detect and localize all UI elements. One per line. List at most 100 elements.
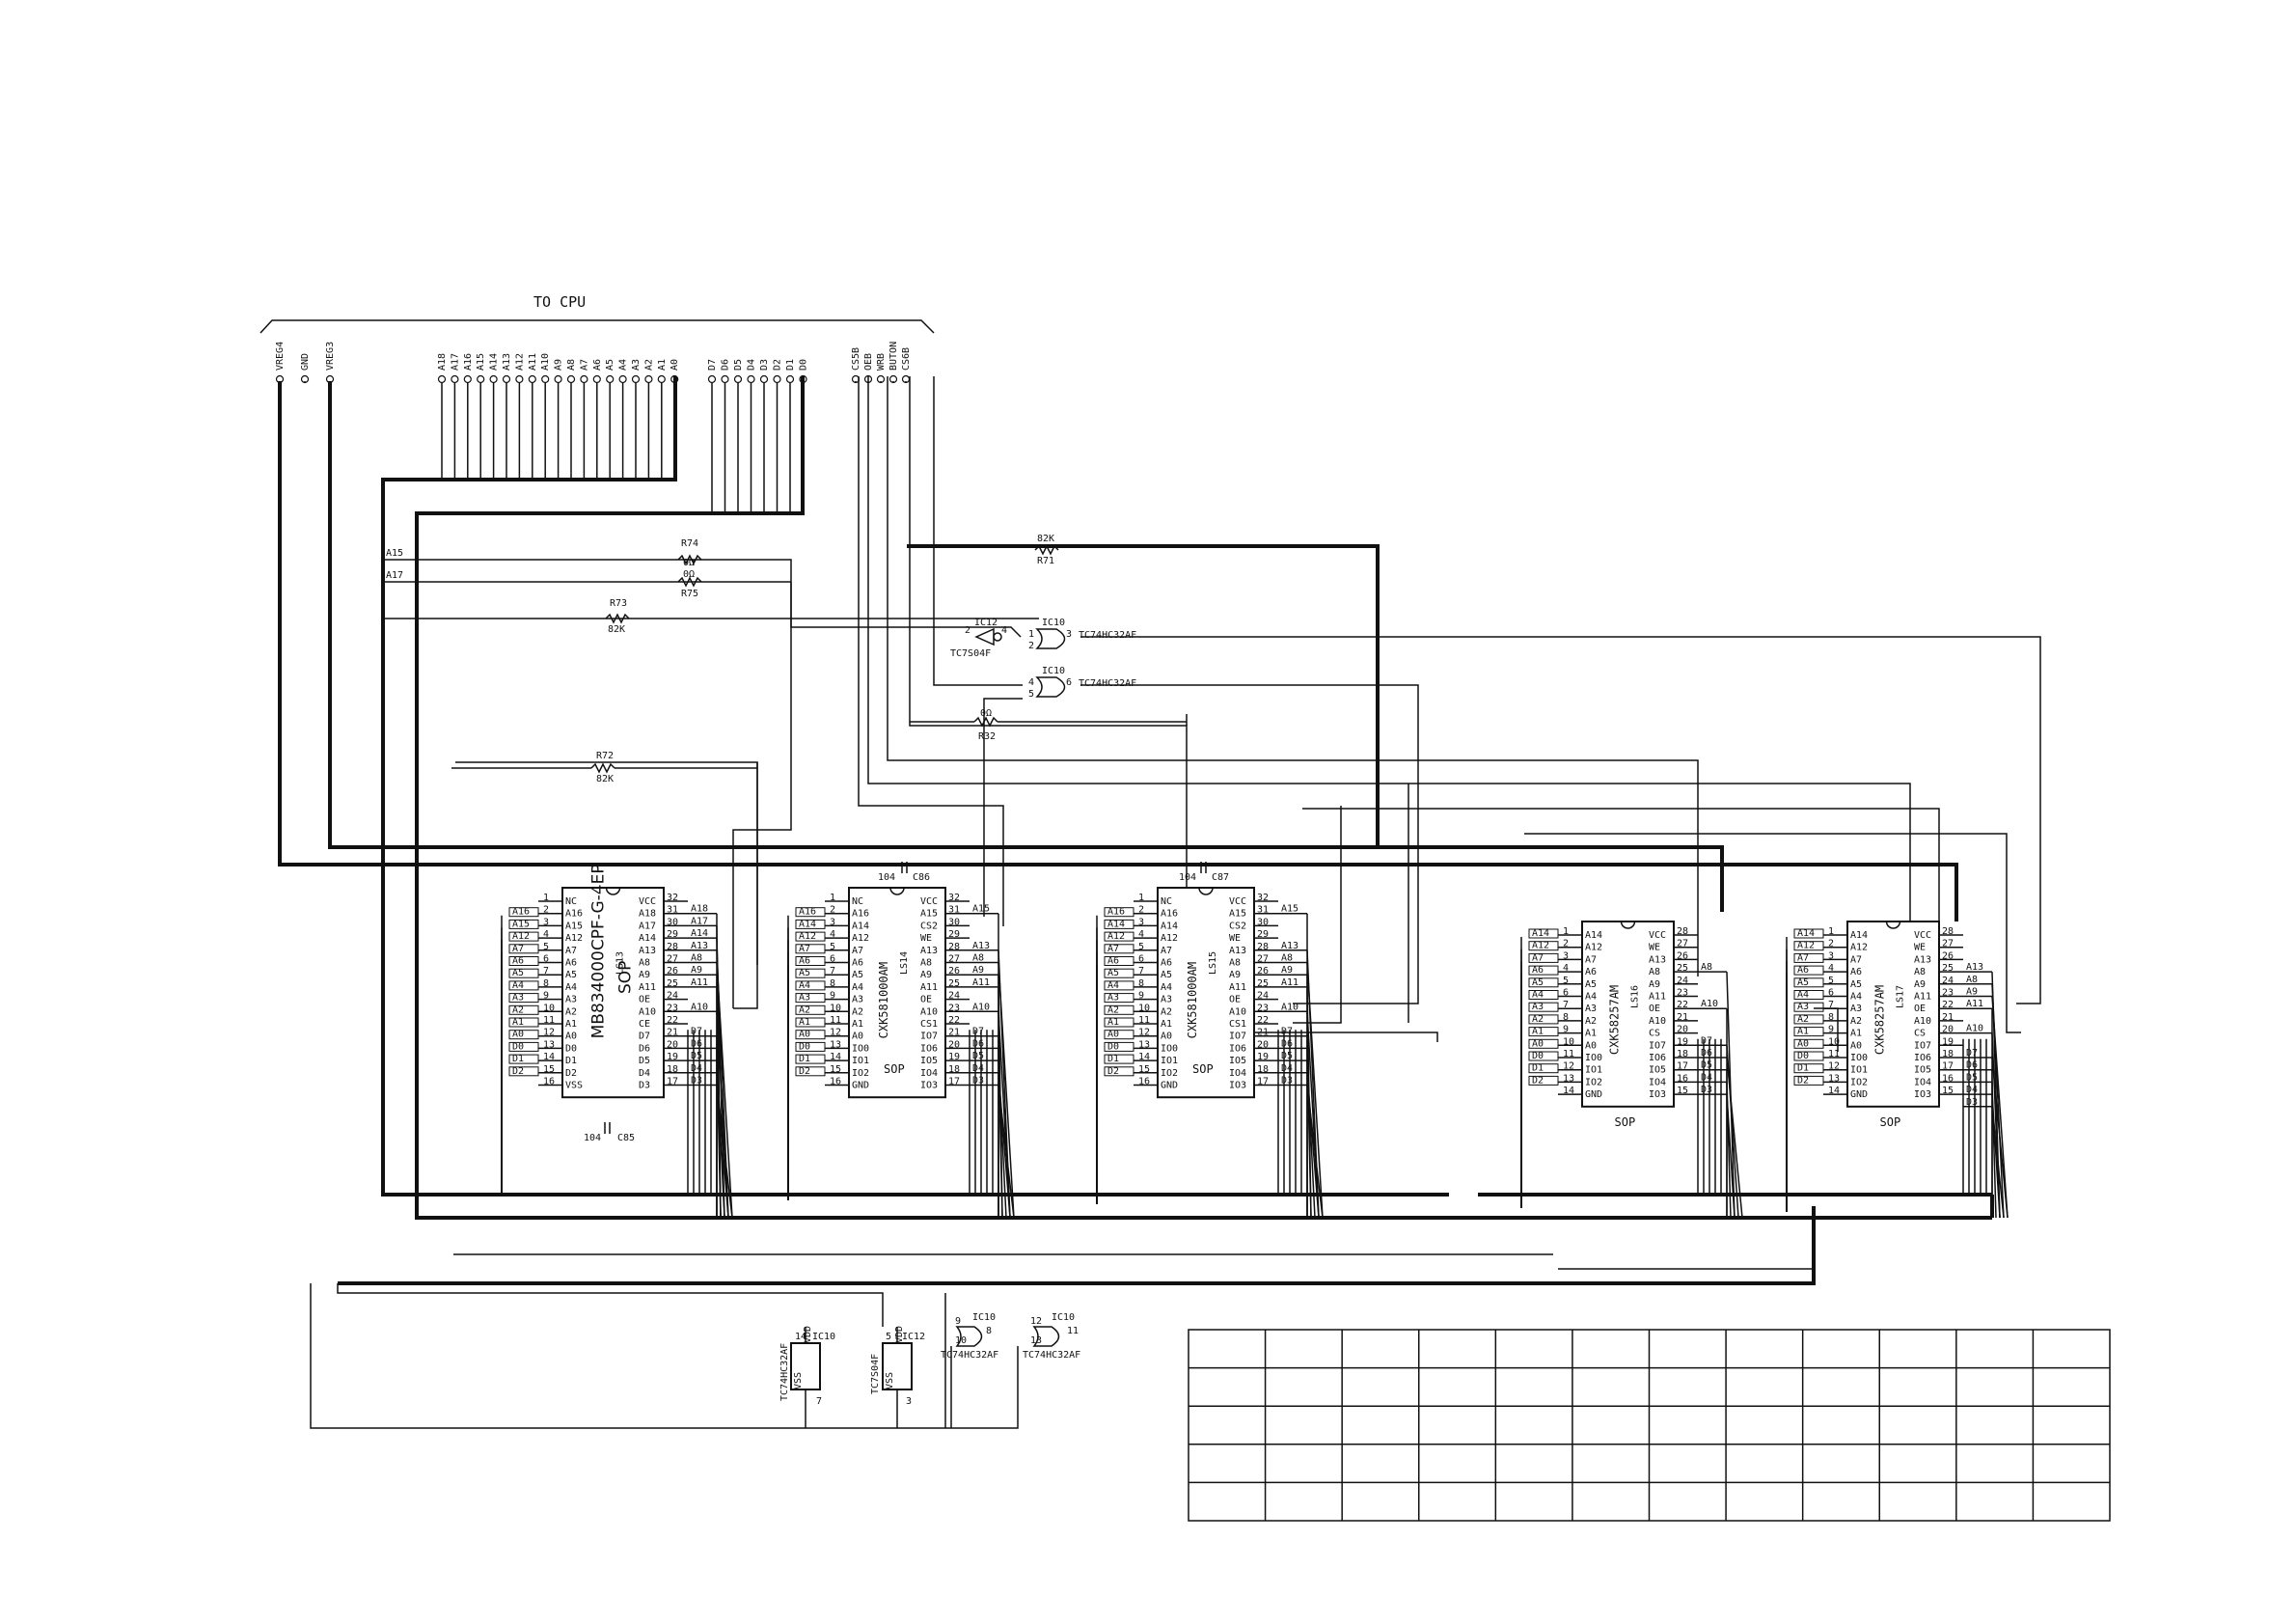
chip-pin-left: A16 bbox=[565, 909, 583, 920]
chip-pin-num: 20 bbox=[1257, 1039, 1269, 1050]
chip-pin-num: 9 bbox=[1828, 1025, 1834, 1035]
chip-pin-left: IO2 bbox=[1161, 1068, 1178, 1079]
chip-bus-left: D2 bbox=[799, 1066, 810, 1077]
pin-label: GND bbox=[300, 353, 311, 371]
chip-bus-left: D0 bbox=[799, 1041, 810, 1052]
chip-bus-left: A14 bbox=[1532, 928, 1549, 939]
chip-pin-num: 1 bbox=[830, 893, 835, 903]
chip-pin-num: 27 bbox=[1677, 939, 1688, 949]
chip-bus-left: A15 bbox=[512, 919, 530, 929]
chip-pin-num: 4 bbox=[1563, 963, 1569, 974]
ug-b-part: TC74HC32AF bbox=[1023, 1350, 1080, 1361]
net-a17: A17 bbox=[386, 570, 403, 581]
chip-pin-left: A3 bbox=[565, 995, 577, 1005]
chip-bus-right: D5 bbox=[1701, 1060, 1712, 1071]
chip-pin-left: IO1 bbox=[852, 1056, 869, 1066]
chip-pin-left: A0 bbox=[565, 1032, 577, 1042]
chip-pin-right: IO6 bbox=[1229, 1043, 1246, 1054]
chip-pin-left: A12 bbox=[852, 933, 869, 944]
chip-pin-num: 31 bbox=[667, 905, 678, 916]
c86-ref: C86 bbox=[913, 872, 930, 883]
chip-pin-left: A2 bbox=[1161, 1006, 1172, 1017]
ug-a-pin10: 10 bbox=[955, 1335, 967, 1346]
chip-bus-right: D5 bbox=[1966, 1072, 1978, 1083]
chip-pin-num: 25 bbox=[1257, 978, 1269, 989]
or-b-pin5: 5 bbox=[1028, 689, 1034, 700]
chip-bus-right: D7 bbox=[1966, 1048, 1978, 1059]
chip-pin-num: 25 bbox=[667, 978, 678, 989]
chip-pin-num: 13 bbox=[1563, 1073, 1574, 1084]
chip-pin-num: 14 bbox=[1828, 1086, 1840, 1096]
chip-pin-num: 5 bbox=[1828, 976, 1834, 986]
chip-bus-left: A3 bbox=[1107, 993, 1119, 1004]
ic10-pwr-ref: IC10 bbox=[812, 1332, 835, 1342]
chip-pin-left: A3 bbox=[1161, 995, 1172, 1005]
chip-bus-left: D1 bbox=[512, 1054, 524, 1064]
chip-bus-left: A12 bbox=[1797, 941, 1815, 951]
chip-bus-left: D0 bbox=[1797, 1051, 1809, 1061]
ic12-vss: VSS bbox=[885, 1372, 895, 1389]
or-a-part: TC74HC32AF bbox=[1079, 630, 1136, 641]
ic10-pwr-part: TC74HC32AF bbox=[779, 1343, 790, 1401]
chip-pin-right: IO5 bbox=[1649, 1065, 1666, 1076]
chip-pin-num: 21 bbox=[948, 1028, 960, 1038]
chip-pin-left: A14 bbox=[1850, 930, 1868, 941]
chip-pin-num: 18 bbox=[1257, 1064, 1269, 1075]
chip-package: SOP bbox=[1192, 1062, 1214, 1076]
chip-bus-right: A18 bbox=[691, 904, 708, 915]
pin-label: VREG3 bbox=[325, 342, 336, 371]
chip-pin-num: 23 bbox=[1677, 988, 1688, 999]
pin-a3: A3 bbox=[631, 359, 642, 480]
chip-bus-left: A14 bbox=[1107, 919, 1125, 929]
pin-a1: A1 bbox=[657, 359, 668, 480]
chip-pin-right: IO7 bbox=[1914, 1040, 1931, 1051]
chip-bus-left: A6 bbox=[1532, 965, 1544, 976]
chip-bus-left: D2 bbox=[1532, 1075, 1544, 1086]
chip-pin-right: A9 bbox=[920, 970, 932, 980]
chip-bus-right: A10 bbox=[1701, 999, 1718, 1009]
chip-pin-num: 15 bbox=[543, 1064, 555, 1075]
pin-d7: D7 bbox=[707, 359, 718, 513]
chip-pin-num: 29 bbox=[1257, 929, 1269, 940]
pin-label: A1 bbox=[657, 359, 668, 371]
chip-pin-num: 14 bbox=[1138, 1052, 1150, 1062]
chip-pin-num: 6 bbox=[1828, 988, 1834, 999]
chip-bus-left: D2 bbox=[1797, 1075, 1809, 1086]
chip-pin-num: 10 bbox=[1828, 1036, 1840, 1047]
chip-pin-right: IO6 bbox=[920, 1043, 938, 1054]
chip-pin-right: CS bbox=[1649, 1029, 1660, 1039]
chip-pin-left: D0 bbox=[565, 1043, 577, 1054]
chip-pin-num: 21 bbox=[667, 1028, 678, 1038]
chip-pin-left: A6 bbox=[565, 958, 577, 969]
chip-pin-right: IO7 bbox=[1229, 1032, 1246, 1042]
chip-bus-right: A9 bbox=[1966, 987, 1978, 998]
pin-label: D0 bbox=[799, 359, 809, 371]
chip-bus-right: D6 bbox=[1701, 1048, 1712, 1059]
chip-pin-num: 31 bbox=[1257, 905, 1269, 916]
chip-pin-right: WE bbox=[1229, 933, 1241, 944]
resistor-ref: R74 bbox=[681, 538, 698, 549]
chip-bus-right: A9 bbox=[972, 965, 984, 976]
resistor-ref: R71 bbox=[1037, 556, 1054, 566]
ic10-vdd-pin: 14 bbox=[795, 1332, 806, 1342]
pin-label: A17 bbox=[450, 353, 460, 371]
pin-a15: A15 bbox=[476, 353, 486, 480]
chip-pin-num: 28 bbox=[1942, 926, 1954, 937]
chip-pin-num: 16 bbox=[1677, 1073, 1688, 1084]
pin-label: CS6B bbox=[901, 347, 912, 371]
chip-package: SOP bbox=[884, 1062, 905, 1076]
chip-bus-left: A4 bbox=[1797, 990, 1809, 1001]
chip-bus-left: D2 bbox=[1107, 1066, 1119, 1077]
chip-pin-num: 32 bbox=[1257, 893, 1269, 903]
chip-bus-left: A16 bbox=[512, 907, 530, 918]
chip-bus-right: A13 bbox=[691, 941, 708, 951]
pin-label: A3 bbox=[631, 359, 642, 371]
chip-package: SOP bbox=[616, 961, 636, 994]
chip-pin-right: IO3 bbox=[1914, 1089, 1931, 1100]
chip-bus-right: D4 bbox=[972, 1063, 984, 1074]
pin-label: A10 bbox=[540, 353, 551, 371]
